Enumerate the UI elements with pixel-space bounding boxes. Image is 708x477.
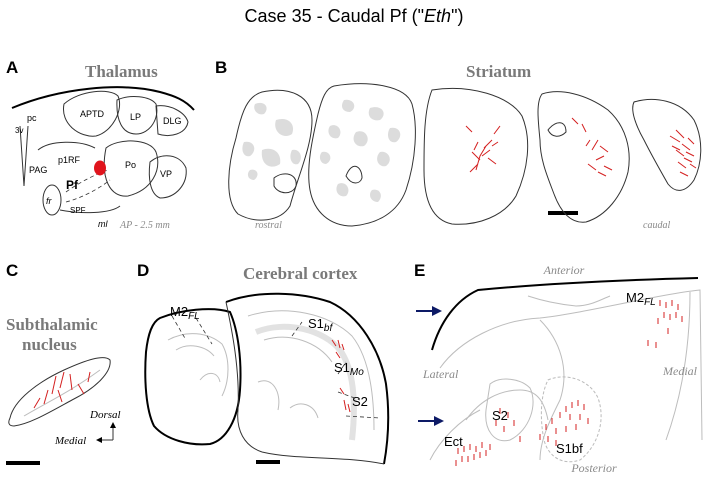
label-ml: ml [98, 219, 108, 229]
cortex-section-rostral [144, 308, 242, 446]
label-p1rf: p1RF [58, 155, 81, 165]
label-lp: LP [130, 112, 141, 122]
label-pag: PAG [29, 165, 47, 175]
panel-c: C Subthalamic nucleus Dorsal Medial [6, 261, 121, 465]
label-fr: fr [46, 196, 53, 206]
label-dlg: DLG [163, 116, 182, 126]
arrow-bottom [418, 416, 444, 426]
label-rostral: rostral [255, 220, 282, 231]
fr-region [42, 184, 62, 216]
panel-e: E Anterior M2FL Lateral Medial [414, 261, 703, 475]
cortex-section-caudal [225, 292, 390, 465]
dlg-region [155, 105, 189, 136]
panel-c-title-line2: nucleus [22, 335, 77, 354]
panel-c-title-line1: Subthalamic [6, 315, 98, 334]
scale-bar-b [548, 211, 578, 215]
label-posterior: Posterior [570, 461, 617, 475]
panel-d-letter: D [137, 261, 149, 280]
label-po: Po [125, 160, 136, 170]
striatum-section-2 [308, 83, 416, 227]
label-medial-e: Medial [662, 364, 698, 378]
striatum-section-3 [423, 87, 529, 225]
panel-b: B Striatum rostral [215, 58, 702, 231]
striatum-section-4 [537, 91, 630, 223]
panel-e-letter: E [414, 261, 425, 280]
panel-d-title: Cerebral cortex [243, 264, 358, 283]
label-vp: VP [160, 169, 172, 179]
striatum-section-5 [632, 99, 702, 191]
panel-a-title: Thalamus [85, 62, 158, 81]
label-m2fl-e: M2FL [626, 290, 656, 308]
scale-bar-d [256, 460, 280, 464]
label-s2-e: S2 [492, 408, 508, 423]
figure-title: Case 35 - Caudal Pf ("Eth") [245, 6, 464, 26]
aptd-region [63, 90, 120, 137]
label-3v: 3v [15, 126, 23, 135]
label-ect: Ect [444, 434, 463, 449]
label-s1bf-d: S1bf [308, 316, 333, 334]
label-pc: pc [27, 113, 37, 123]
stn-outline [8, 357, 111, 427]
label-anterior: Anterior [543, 263, 585, 277]
panel-c-letter: C [6, 261, 18, 280]
label-medial-c: Medial [54, 435, 86, 447]
flatmap-edge [431, 277, 699, 351]
label-s1mo-d: S1Mo [334, 360, 364, 378]
pf-injection-site [94, 160, 106, 176]
label-ap-level: AP - 2.5 mm [119, 220, 170, 231]
label-m2fl-d: M2FL [170, 304, 200, 322]
panel-b-letter: B [215, 58, 227, 77]
label-aptd: APTD [80, 109, 105, 119]
label-pf: Pf [66, 178, 79, 192]
vp-region [148, 155, 187, 199]
scale-bar-c [6, 461, 40, 465]
arrow-top [416, 306, 442, 316]
panel-d: D Cerebral cortex M2FL S1bf S1 [137, 261, 390, 465]
label-spf: SPF [70, 206, 86, 215]
label-lateral: Lateral [422, 367, 459, 381]
label-s1bf-e: S1bf [556, 441, 583, 456]
striatum-section-1 [228, 89, 313, 221]
panel-a: A Thalamus pc 3v APTD LP DLG PAG p1RF P [6, 58, 195, 231]
panel-b-title: Striatum [466, 62, 531, 81]
panel-a-letter: A [6, 58, 18, 77]
label-caudal: caudal [643, 220, 670, 231]
label-s2-d: S2 [352, 394, 368, 409]
label-dorsal: Dorsal [89, 409, 121, 421]
lp-region [116, 96, 158, 135]
po-region [103, 140, 159, 197]
